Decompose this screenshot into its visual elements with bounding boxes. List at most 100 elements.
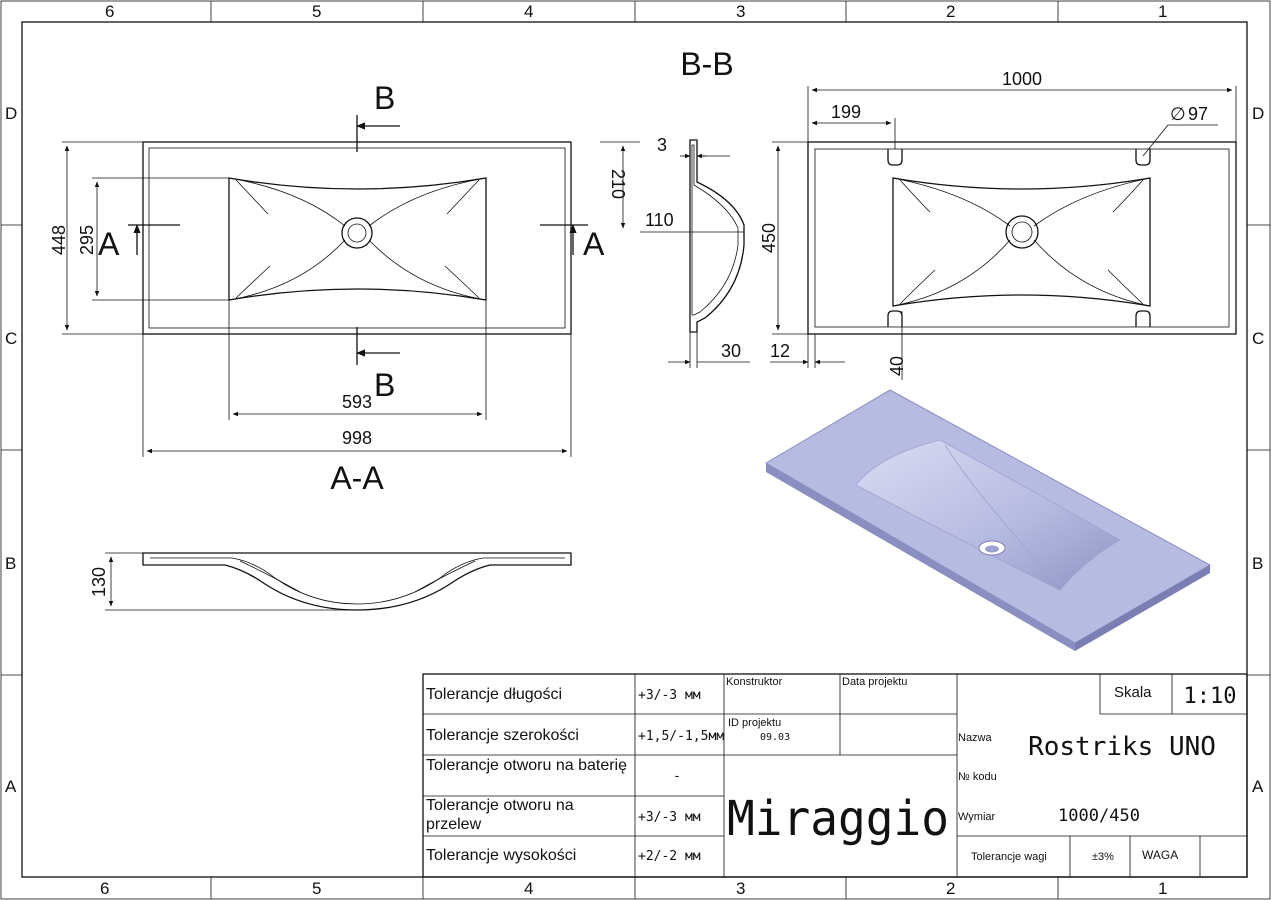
dim-210: 210 xyxy=(608,169,628,199)
side-profile-inner xyxy=(150,557,565,605)
skala-label: Skala xyxy=(1114,684,1152,701)
right-drain-hole xyxy=(1005,215,1039,249)
dim-3: 3 xyxy=(657,135,667,155)
tolerance-value: +1,5/-1,5мм xyxy=(638,729,724,744)
kod-label: № kodu xyxy=(958,771,997,783)
drain-hole-inner xyxy=(347,223,367,243)
dim-998: 998 xyxy=(342,428,372,448)
tolerance-value: +3/-3 мм xyxy=(638,810,701,825)
section-view: 3 110 30 xyxy=(640,135,750,368)
tolerance-label: Tolerancje otworu na baterię xyxy=(426,757,628,774)
section-profile-inner xyxy=(691,144,739,316)
section-letter-a: A xyxy=(583,226,605,262)
side-dimension-lines xyxy=(105,552,357,611)
countertop-outline xyxy=(142,141,572,335)
basin-outline xyxy=(228,177,487,301)
frame-col-bottom: 3 xyxy=(736,879,745,898)
tolerance-label: Tolerancje długości xyxy=(426,686,562,703)
frame-row-left: B xyxy=(5,554,16,573)
nazwa-value: Rostriks UNO xyxy=(1028,732,1216,762)
dim-40: 40 xyxy=(887,356,907,376)
id-projektu-value: 09.03 xyxy=(760,732,790,743)
brand-logo-text: Miraggio xyxy=(727,791,949,847)
section-markers xyxy=(128,115,588,365)
frame-row-right: D xyxy=(1252,104,1264,123)
konstruktor-label: Konstruktor xyxy=(726,676,783,688)
right-countertop-outline xyxy=(807,141,1237,335)
title-block: Tolerancje długości +3/-3 мм Tolerancje … xyxy=(422,673,1248,878)
frame-col-bottom: 2 xyxy=(946,879,955,898)
dim-30: 30 xyxy=(721,341,741,361)
render-basin xyxy=(855,439,1121,591)
side-contour xyxy=(414,560,476,593)
view-title-b-b: B-B xyxy=(680,46,733,82)
wymiar-label: Wymiar xyxy=(958,811,996,823)
frame-col-top: 3 xyxy=(736,2,745,21)
tolerance-label: Tolerancje otworu na przelew xyxy=(426,797,574,833)
id-projektu-label: ID projektu xyxy=(728,717,781,729)
dim-1000: 1000 xyxy=(1002,69,1042,89)
dim-593: 593 xyxy=(342,392,372,412)
basin-contours xyxy=(228,177,487,301)
side-contour xyxy=(239,560,301,593)
tolerance-value: +2/-2 мм xyxy=(638,849,701,864)
frame-row-right: B xyxy=(1252,554,1263,573)
tolerance-value: - xyxy=(673,769,681,784)
frame-col-bottom: 4 xyxy=(524,879,533,898)
frame-row-left: A xyxy=(5,777,17,796)
data-projektu-label: Data projektu xyxy=(842,676,907,688)
view-title-a-a: A-A xyxy=(330,460,384,496)
frame-col-bottom: 1 xyxy=(1158,879,1167,898)
right-dimension-lines xyxy=(600,86,1237,380)
dim-110: 110 xyxy=(645,210,674,230)
dim-450: 450 xyxy=(759,223,779,253)
frame-col-top: 2 xyxy=(946,2,955,21)
dim-diameter-symbol: ∅ xyxy=(1170,104,1186,124)
dim-12: 12 xyxy=(770,341,790,361)
waga-tolerance-value: ±3% xyxy=(1092,851,1114,863)
drain-hole xyxy=(341,217,373,249)
right-view: B-B xyxy=(600,46,1237,380)
frame-col-bottom: 5 xyxy=(312,879,321,898)
frame-col-top: 4 xyxy=(524,2,533,21)
section-letter-b: B xyxy=(374,367,395,403)
dim-295: 295 xyxy=(77,225,97,255)
frame-row-left: D xyxy=(5,104,17,123)
tolerance-label-wrap: Tolerancje otworu na przelew xyxy=(426,797,574,833)
frame-row-right: A xyxy=(1252,777,1264,796)
frame-col-top: 6 xyxy=(105,2,114,21)
top-view: B B A A 448 295 593 998 A-A xyxy=(49,80,605,496)
sink-render xyxy=(765,389,1212,651)
top-view-dimension-lines xyxy=(62,141,572,457)
section-letter-a: A xyxy=(98,226,120,262)
countertop-inner-edge xyxy=(148,147,566,329)
frame-col-top: 1 xyxy=(1158,2,1167,21)
right-basin-contours xyxy=(892,177,1151,307)
waga-label: WAGA xyxy=(1142,848,1178,862)
side-view: 130 xyxy=(89,552,572,611)
section-dimension-lines xyxy=(640,140,750,368)
tolerance-label-wrap: Tolerancje otworu na baterię xyxy=(426,757,628,774)
dim-448: 448 xyxy=(49,225,69,255)
right-drain-hole-inner xyxy=(1011,221,1033,243)
dim-97: 97 xyxy=(1188,104,1208,124)
tolerance-label: Tolerancje wysokości xyxy=(426,847,576,864)
dim-130: 130 xyxy=(89,567,109,597)
tolerance-label: Tolerancje szerokości xyxy=(426,727,579,744)
section-letter-b: B xyxy=(374,80,395,116)
frame-row-right: C xyxy=(1252,329,1264,348)
nazwa-label: Nazwa xyxy=(958,732,993,744)
frame-row-left: C xyxy=(5,329,17,348)
frame-col-top: 5 xyxy=(312,2,321,21)
skala-value: 1:10 xyxy=(1184,684,1237,709)
wymiar-value: 1000/450 xyxy=(1058,806,1140,826)
side-profile-outer xyxy=(142,552,572,611)
tolerance-value: +3/-3 мм xyxy=(638,688,701,703)
waga-tolerance-label: Tolerancje wagi xyxy=(971,851,1047,863)
right-countertop-inner xyxy=(814,148,1230,328)
frame-col-bottom: 6 xyxy=(100,879,109,898)
dim-199: 199 xyxy=(831,102,861,122)
section-profile-outer xyxy=(689,139,745,333)
